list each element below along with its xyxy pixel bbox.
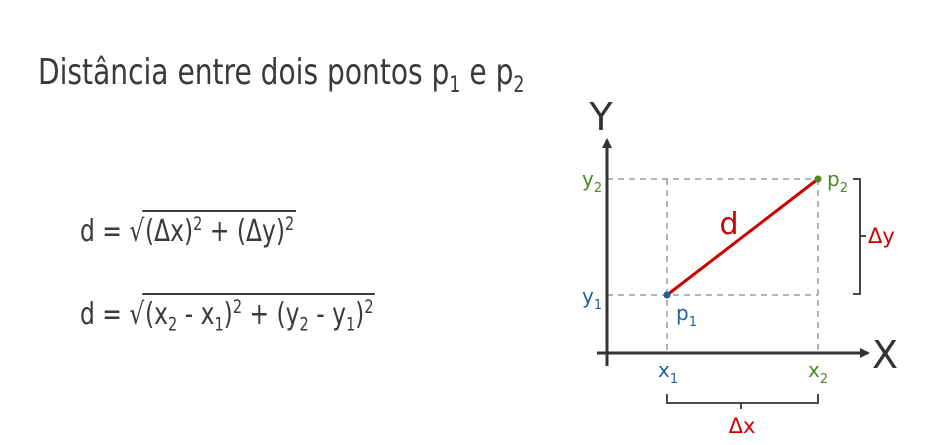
x1-text: x <box>658 358 670 382</box>
point-p2 <box>814 175 822 183</box>
title-mid: e p <box>460 52 514 93</box>
formula2-radicand: (x2 - x1)2 + (y2 - y1)2 <box>142 293 376 336</box>
formula2-y2-sub: 2 <box>299 314 309 336</box>
distance-label: d <box>719 207 738 242</box>
point-p1 <box>663 291 671 299</box>
p2-text: p <box>827 167 840 191</box>
formula2-radical: √(x2 - x1)2 + (y2 - y1)2 <box>129 293 376 336</box>
p1-label: p1 <box>676 301 697 330</box>
formula2-x-exp: 2 <box>232 297 243 318</box>
y1-sub: 1 <box>594 298 602 313</box>
distance-formula-coordinates: d = √(x2 - x1)2 + (y2 - y1)2 <box>80 293 376 336</box>
formula1-radicand: (Δx)2 + (Δy)2 <box>142 210 296 250</box>
p2-sub: 2 <box>840 181 848 196</box>
formula2-plus: + <box>242 297 277 333</box>
formula2-y-close: ) <box>355 297 365 333</box>
y2-sub: 2 <box>594 181 602 196</box>
x-axis-label: X <box>872 333 898 377</box>
p1-sub: 1 <box>689 315 697 330</box>
delta-y-label: Δy <box>868 224 895 248</box>
delta-x-label: Δx <box>729 414 756 438</box>
x1-sub: 1 <box>670 372 678 387</box>
y1-label: y1 <box>582 284 602 313</box>
title-sub-1: 1 <box>449 71 461 98</box>
delta-y-brace <box>853 178 866 295</box>
formula1-delta-x: (Δx) <box>145 214 194 250</box>
distance-formula-delta: d = √(Δx)2 + (Δy)2 <box>80 210 296 249</box>
formula2-x2-sub: 2 <box>168 314 178 336</box>
formula2-minus-y: - y <box>308 297 346 333</box>
formula2-y-open: (y <box>276 297 300 333</box>
formula1-plus: + <box>202 214 237 250</box>
x2-sub: 2 <box>820 372 828 387</box>
title-text: Distância entre dois pontos p <box>38 52 450 93</box>
distance-segment <box>666 177 819 297</box>
x1-label: x1 <box>658 358 678 387</box>
y2-label: y2 <box>582 167 602 196</box>
formula2-x-open: (x <box>145 297 169 333</box>
formula1-exp-b: 2 <box>285 214 295 235</box>
formula2-x-close: ) <box>223 297 233 333</box>
sqrt-symbol: √ <box>129 297 145 333</box>
formula2-minus-x: - x <box>177 297 215 333</box>
guide-lines <box>607 178 819 354</box>
y2-text: y <box>582 167 594 191</box>
formula1-lhs: d = <box>80 214 130 250</box>
x2-label: x2 <box>808 358 828 387</box>
delta-x-brace <box>666 394 819 409</box>
page-title: Distância entre dois pontos p1 e p2 <box>38 52 525 98</box>
y-axis-label: Y <box>588 95 613 139</box>
formula2-y-exp: 2 <box>364 297 374 318</box>
p1-text: p <box>676 301 689 325</box>
formula1-delta-y: (Δy) <box>236 214 286 250</box>
formula1-exp-a: 2 <box>193 214 203 235</box>
sqrt-symbol: √ <box>129 214 145 250</box>
x2-text: x <box>808 358 820 382</box>
formula1-radical: √(Δx)2 + (Δy)2 <box>129 210 296 250</box>
formula2-x1-sub: 1 <box>214 314 224 336</box>
title-sub-2: 2 <box>513 71 525 98</box>
formula2-lhs: d = <box>80 297 130 333</box>
p2-label: p2 <box>827 167 848 196</box>
y1-text: y <box>582 284 594 308</box>
formula2-y1-sub: 1 <box>345 314 356 336</box>
